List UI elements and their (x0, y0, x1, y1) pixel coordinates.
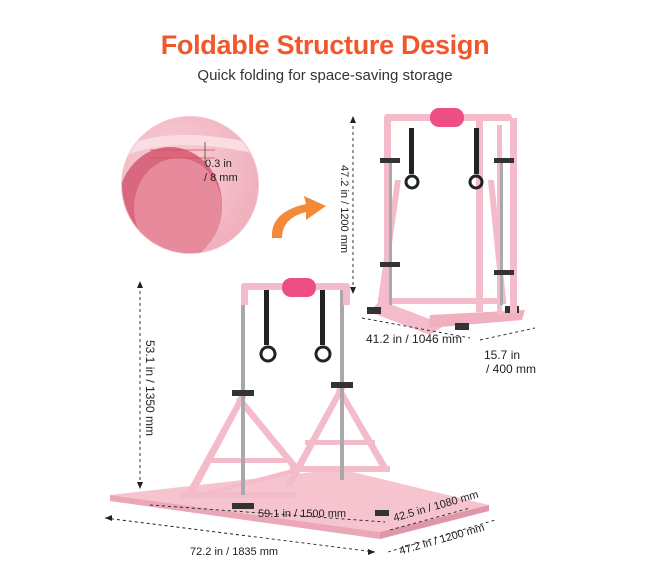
open-height-label: 53.1 in / 1350 mm (143, 340, 157, 437)
mat-thickness-mm: / 8 mm (204, 172, 238, 184)
dimension-lines (104, 120, 536, 553)
page-title: Foldable Structure Design (160, 30, 490, 60)
folded-depth-mm: / 400 mm (486, 362, 537, 376)
page-subtitle: Quick folding for space-saving storage (197, 67, 453, 84)
folded-width-label: 41.2 in / 1046 mm (366, 332, 463, 346)
mat-thickness-detail (121, 116, 259, 254)
open-inner-width-label: 59.1 in / 1500 mm (258, 508, 347, 520)
folded-height-label: 47.2 in / 1200 mm (338, 165, 350, 254)
open-frame (110, 278, 489, 539)
mat-thickness-inch: 0.3 in (205, 158, 232, 170)
mat-width-label: 72.2 in / 1835 mm (190, 546, 279, 558)
fold-arrow (271, 196, 326, 238)
dimension-arrowheads (105, 116, 375, 555)
folded-depth-inch: 15.7 in (484, 348, 521, 362)
folded-frame (367, 108, 525, 335)
